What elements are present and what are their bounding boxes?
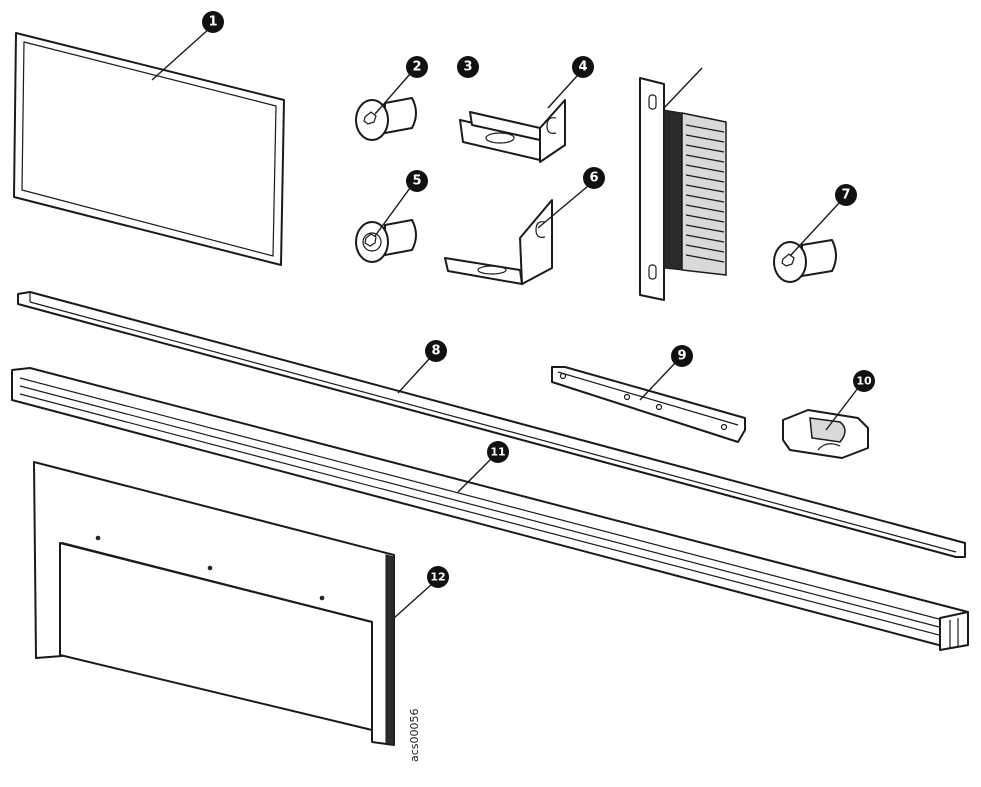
callout-10: 10 — [853, 370, 875, 392]
figure-id: acs00056 — [408, 708, 421, 762]
svg-text:6: 6 — [589, 171, 598, 186]
svg-text:1: 1 — [208, 15, 217, 30]
part-7-screw — [773, 239, 837, 283]
part-4-bracket — [459, 99, 566, 163]
callout-12: 12 — [427, 566, 449, 588]
svg-text:7: 7 — [841, 188, 850, 203]
svg-text:3: 3 — [463, 60, 472, 75]
callout-2: 2 — [406, 56, 428, 78]
callouts: 1 2 3 4 5 6 7 8 — [202, 11, 875, 588]
callout-7: 7 — [835, 184, 857, 206]
part-8-bar — [17, 291, 966, 558]
svg-text:8: 8 — [431, 344, 440, 359]
svg-text:11: 11 — [490, 446, 505, 459]
svg-text:2: 2 — [412, 60, 421, 75]
callout-4: 4 — [572, 56, 594, 78]
part-1-panel — [13, 32, 285, 266]
callout-11: 11 — [487, 441, 509, 463]
svg-text:9: 9 — [677, 349, 686, 364]
svg-text:12: 12 — [430, 571, 445, 584]
callout-3: 3 — [457, 56, 479, 78]
part-9-rail — [551, 366, 746, 443]
part-6-bracket — [444, 199, 553, 285]
svg-text:5: 5 — [412, 174, 421, 189]
brush-strip — [639, 67, 727, 301]
part-2-screw — [355, 97, 417, 141]
part-12-front-panel — [33, 461, 395, 746]
part-11-channel — [11, 367, 969, 651]
callout-1: 1 — [202, 11, 224, 33]
callout-8: 8 — [425, 340, 447, 362]
callout-5: 5 — [406, 170, 428, 192]
svg-text:4: 4 — [578, 60, 587, 75]
part-5-screw — [355, 219, 417, 263]
svg-text:10: 10 — [856, 375, 872, 388]
callout-6: 6 — [583, 167, 605, 189]
part-10-clip — [782, 409, 869, 459]
callout-9: 9 — [671, 345, 693, 367]
leader-lines — [151, 27, 859, 619]
